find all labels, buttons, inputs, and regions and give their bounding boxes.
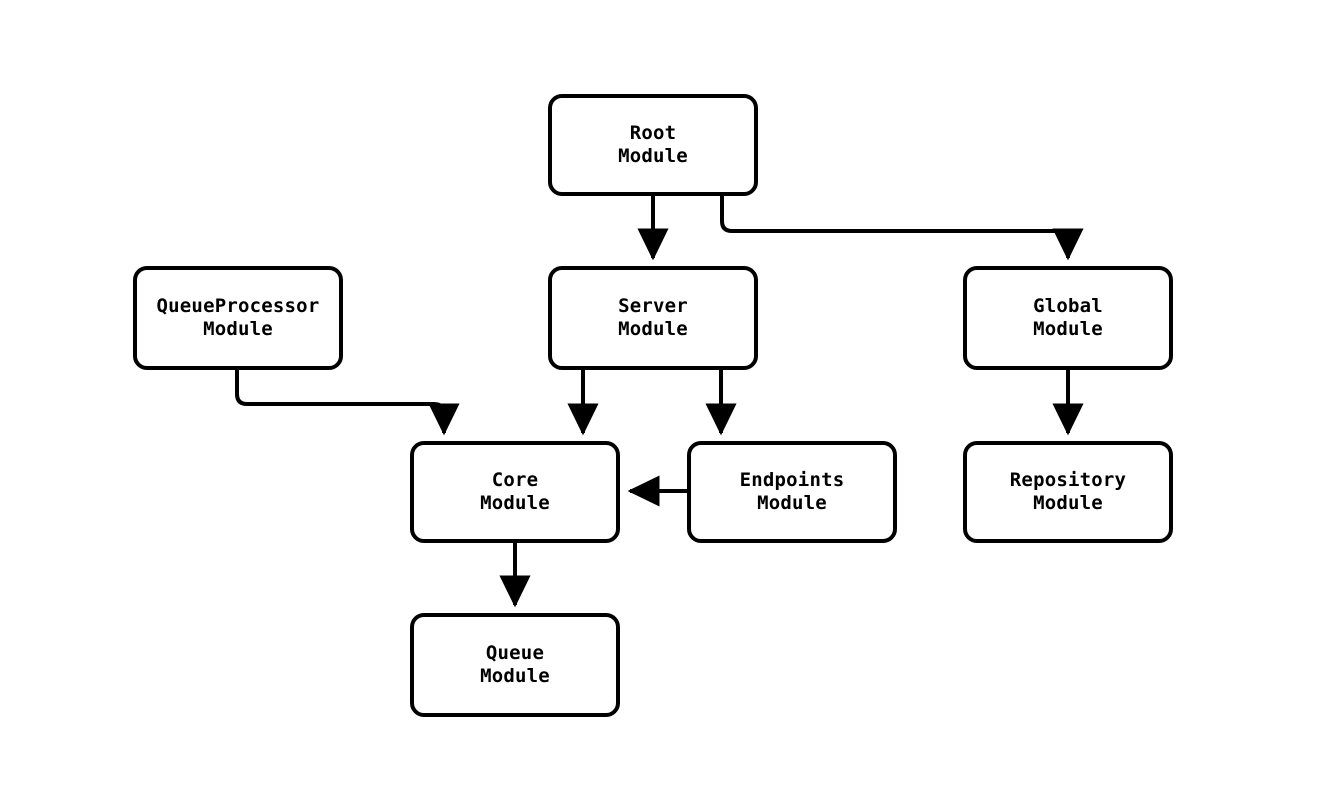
node-label-queue: Queue Module: [480, 642, 550, 687]
node-core[interactable]: Core Module: [410, 441, 620, 543]
node-label-repository: Repository Module: [1009, 469, 1127, 514]
node-label-root: Root Module: [618, 122, 688, 167]
node-server[interactable]: Server Module: [548, 266, 758, 370]
edge-queueprocessor-core: [235, 370, 460, 436]
node-queueprocessor[interactable]: QueueProcessor Module: [133, 266, 343, 370]
node-global[interactable]: Global Module: [963, 266, 1173, 370]
node-label-endpoints: Endpoints Module: [739, 469, 845, 514]
node-repository[interactable]: Repository Module: [963, 441, 1173, 543]
node-label-global: Global Module: [1033, 295, 1103, 340]
node-queue[interactable]: Queue Module: [410, 613, 620, 717]
edge-root-global: [720, 196, 1084, 261]
node-label-core: Core Module: [480, 469, 550, 514]
node-root[interactable]: Root Module: [548, 94, 758, 196]
node-label-server: Server Module: [618, 295, 688, 340]
node-label-queueprocessor: QueueProcessor Module: [156, 295, 320, 340]
node-endpoints[interactable]: Endpoints Module: [687, 441, 897, 543]
